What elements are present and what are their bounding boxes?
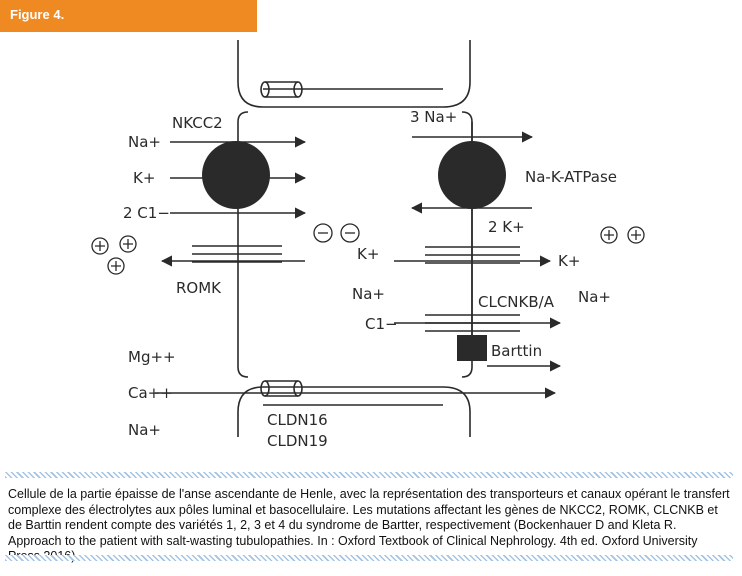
barttin-block [457,335,487,361]
na-right-label: Na+ [578,288,611,306]
k-2-label: 2 K+ [488,218,525,236]
claudin-pore [293,380,303,397]
minus-charge-icon [340,223,360,243]
cell-membrane [237,386,471,437]
cl-left-label: 2 C1− [123,204,170,222]
romk-label: ROMK [176,279,222,297]
plus-charge-icon [627,226,645,244]
transport-diagram: NKCC2 Na+ K+ 2 C1− ROMK Mg++ Ca++ Na+ 3 … [91,40,645,450]
k-center-label: K+ [357,245,379,263]
claudin-pore [260,81,270,98]
atpase-label: Na-K-ATPase [525,168,617,186]
ca-label: Ca++ [128,384,173,402]
claudin-pore [265,380,298,397]
na-bottom-label: Na+ [128,421,161,439]
cldn19-label: CLDN19 [267,432,328,450]
k-left-label: K+ [133,169,155,187]
cell-membrane [461,366,473,378]
cell-membrane [237,111,249,123]
na-center-label: Na+ [352,285,385,303]
na-3-label: 3 Na+ [410,108,457,126]
plus-charge-icon [91,237,109,255]
claudin-pore [293,81,303,98]
claudin-pore [260,380,270,397]
claudin-pore [265,81,298,98]
romk-channel [192,245,282,263]
cell-membrane [237,40,471,108]
figure-label: Figure 4. [10,7,65,22]
plus-charge-icon [600,226,618,244]
clcnkb-label: CLCNKB/A [478,293,555,311]
nkcc2-label: NKCC2 [172,114,223,132]
na-k-atpase-pump [438,141,506,209]
divider-stripe [5,472,733,478]
cell-membrane [237,366,249,378]
cell-membrane [461,111,473,123]
cldn16-label: CLDN16 [267,411,328,429]
divider-stripe [5,555,733,561]
mg-label: Mg++ [128,348,176,366]
barttin-label: Barttin [491,342,542,360]
na-left-label: Na+ [128,133,161,151]
plus-charge-icon [119,235,137,253]
k-right-label: K+ [558,252,580,270]
figure-tab: Figure 4. [0,0,257,32]
cl-center-label: C1− [365,315,398,333]
plus-charge-icon [107,257,125,275]
minus-charge-icon [313,223,333,243]
nkcc2-transporter [202,141,270,209]
figure-caption: Cellule de la partie épaisse de l'anse a… [8,487,730,563]
